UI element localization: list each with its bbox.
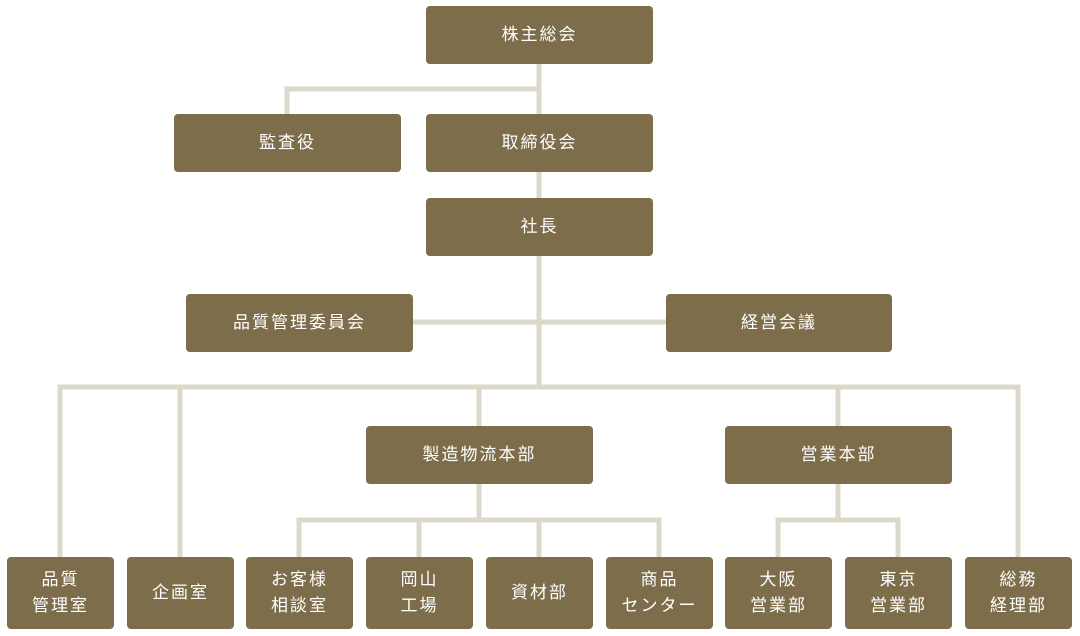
node-customer-consultation-office: お客様 相談室 <box>246 557 353 629</box>
node-general-affairs-accounting-dept: 総務 経理部 <box>965 557 1072 629</box>
node-quality-control-office: 品質 管理室 <box>7 557 114 629</box>
node-planning-office: 企画室 <box>127 557 234 629</box>
node-product-center: 商品 センター <box>606 557 713 629</box>
node-osaka-sales-dept: 大阪 営業部 <box>725 557 832 629</box>
node-tokyo-sales-dept: 東京 営業部 <box>845 557 952 629</box>
node-quality-committee: 品質管理委員会 <box>186 294 413 352</box>
node-materials-dept: 資材部 <box>486 557 593 629</box>
node-manufacturing-logistics-hq: 製造物流本部 <box>366 426 593 484</box>
node-president: 社長 <box>426 198 653 256</box>
node-auditor: 監査役 <box>174 114 401 172</box>
node-management-meeting: 経営会議 <box>666 294 892 352</box>
node-shareholders-meeting: 株主総会 <box>426 6 653 64</box>
node-sales-hq: 営業本部 <box>725 426 952 484</box>
node-okayama-factory: 岡山 工場 <box>366 557 473 629</box>
node-board-of-directors: 取締役会 <box>426 114 653 172</box>
